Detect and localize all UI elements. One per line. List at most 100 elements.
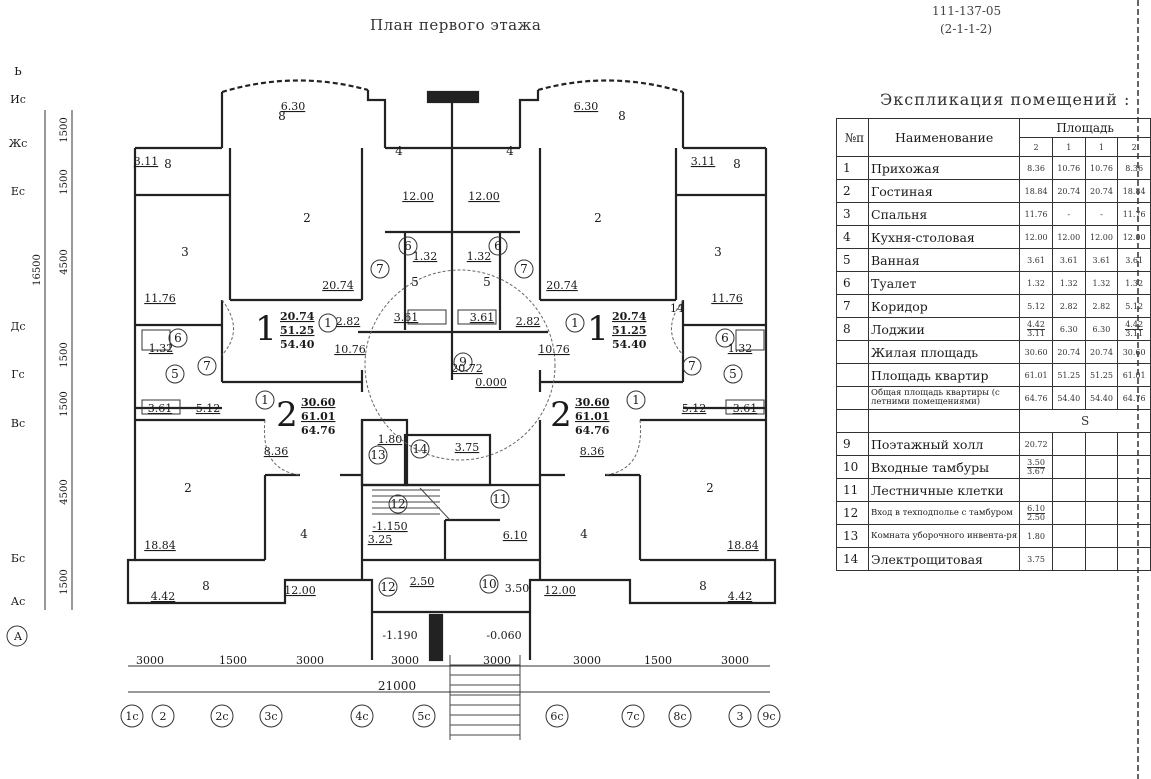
room-number: 12 bbox=[390, 497, 405, 511]
axis-bubble bbox=[728, 704, 752, 728]
header-num: №п bbox=[836, 118, 869, 157]
dimension-label: 1500 bbox=[59, 169, 70, 194]
row-name: Поэтажный холл bbox=[867, 432, 1021, 456]
axis-letter: А bbox=[14, 630, 23, 643]
apartment-area: 61.01 bbox=[575, 410, 609, 423]
room-area: 12.00 bbox=[544, 584, 576, 597]
row-value: 12.00 bbox=[1051, 225, 1086, 249]
axis-letter: Гс bbox=[11, 368, 24, 381]
room-number-bubble bbox=[388, 494, 408, 514]
row-num: 5 bbox=[836, 248, 869, 272]
room-number-bubble bbox=[514, 259, 534, 279]
axis-bubble bbox=[6, 625, 28, 647]
room-number: 5 bbox=[729, 367, 737, 381]
room-number-bubble bbox=[318, 313, 338, 333]
row-value bbox=[1117, 524, 1151, 548]
apartment-total-area: 64.76 bbox=[301, 424, 336, 437]
row-name: Электрощитовая bbox=[867, 547, 1021, 571]
row-value bbox=[1051, 432, 1086, 456]
axis-letter: Жс bbox=[9, 137, 28, 150]
row-value: 6.30 bbox=[1051, 317, 1086, 341]
room-number: 11 bbox=[492, 492, 507, 506]
dimension-label: 16500 bbox=[32, 254, 43, 286]
room-number: 8 bbox=[278, 109, 286, 123]
row-value: 18.84 bbox=[1117, 179, 1151, 203]
row-value: - bbox=[1051, 202, 1086, 226]
room-number-bubble bbox=[197, 356, 217, 376]
header-col: 1 bbox=[1084, 137, 1119, 157]
row-value: 11.76 bbox=[1019, 202, 1053, 226]
axis-letter: Бс bbox=[11, 552, 25, 565]
room-number: 9 bbox=[459, 355, 467, 369]
row-value bbox=[1051, 478, 1086, 502]
row-num: 2 bbox=[836, 179, 869, 203]
row-value: 64.76 bbox=[1117, 386, 1151, 410]
row-value bbox=[1117, 547, 1151, 571]
project-code-sub: (2-1-1-2) bbox=[940, 22, 993, 36]
plan-walls bbox=[126, 79, 777, 662]
row-num: 13 bbox=[836, 524, 869, 548]
room-number: 5 bbox=[483, 275, 491, 289]
row-section: S bbox=[1019, 409, 1151, 433]
room-number: 14 bbox=[412, 442, 428, 456]
row-value: 30.60 bbox=[1019, 340, 1053, 364]
row-value bbox=[1084, 547, 1119, 571]
row-value: 12.00 bbox=[1019, 225, 1053, 249]
row-value: 8.36 bbox=[1117, 156, 1151, 180]
row-value: 1.32 bbox=[1051, 271, 1086, 295]
row-value bbox=[1117, 478, 1151, 502]
room-number-bubble bbox=[723, 364, 743, 384]
room-number: 2 bbox=[303, 211, 311, 225]
row-value: 2.82 bbox=[1084, 294, 1119, 318]
axis-bubble bbox=[259, 704, 283, 728]
dimension-label: 1500 bbox=[59, 391, 70, 416]
room-number: 13 bbox=[370, 448, 385, 462]
axis-number: 5с bbox=[417, 710, 430, 723]
axis-number: 4с bbox=[355, 710, 368, 723]
row-name: Общая площадь квартиры (с летними помеще… bbox=[867, 386, 1021, 410]
room-number: 10 bbox=[481, 577, 496, 591]
room-number-bubble bbox=[398, 236, 418, 256]
explication-title: Экспликация помещений : bbox=[880, 90, 1131, 109]
room-number-bubble bbox=[168, 328, 188, 348]
row-num: 1 bbox=[836, 156, 869, 180]
row-value: 3.61 bbox=[1084, 248, 1119, 272]
row-value: 51.25 bbox=[1084, 363, 1119, 387]
room-area: 6.30 bbox=[281, 100, 306, 113]
room-number: 7 bbox=[203, 359, 211, 373]
row-value: 1.80 bbox=[1019, 524, 1053, 548]
dimension-label: 1500 bbox=[59, 569, 70, 594]
room-area: 14 bbox=[670, 302, 684, 315]
apartment-type: 2 bbox=[276, 395, 298, 435]
apartment-living-area: 30.60 bbox=[301, 396, 336, 409]
row-value: 20.74 bbox=[1084, 179, 1119, 203]
axis-bubble bbox=[210, 704, 234, 728]
axis-bubble bbox=[350, 704, 374, 728]
row-value bbox=[1117, 501, 1151, 525]
row-name: Гостиная bbox=[867, 179, 1021, 203]
row-value bbox=[1117, 455, 1151, 479]
row-value: 3.75 bbox=[1019, 547, 1053, 571]
row-value: 3.61 bbox=[1051, 248, 1086, 272]
row-value: 5.12 bbox=[1019, 294, 1053, 318]
room-area: 3.61 bbox=[148, 402, 173, 415]
header-name: Наименование bbox=[867, 118, 1021, 157]
room-area: 3.11 bbox=[134, 155, 159, 168]
room-number: 2 bbox=[594, 211, 602, 225]
row-value: 54.40 bbox=[1084, 386, 1119, 410]
row-num: 11 bbox=[836, 478, 869, 502]
row-name: Входные тамбуры bbox=[867, 455, 1021, 479]
room-number-bubble bbox=[626, 390, 646, 410]
dimension-label: 3000 bbox=[136, 654, 164, 667]
row-value: 64.76 bbox=[1019, 386, 1053, 410]
row-value: 20.74 bbox=[1051, 179, 1086, 203]
apartment-area: 51.25 bbox=[612, 324, 646, 337]
